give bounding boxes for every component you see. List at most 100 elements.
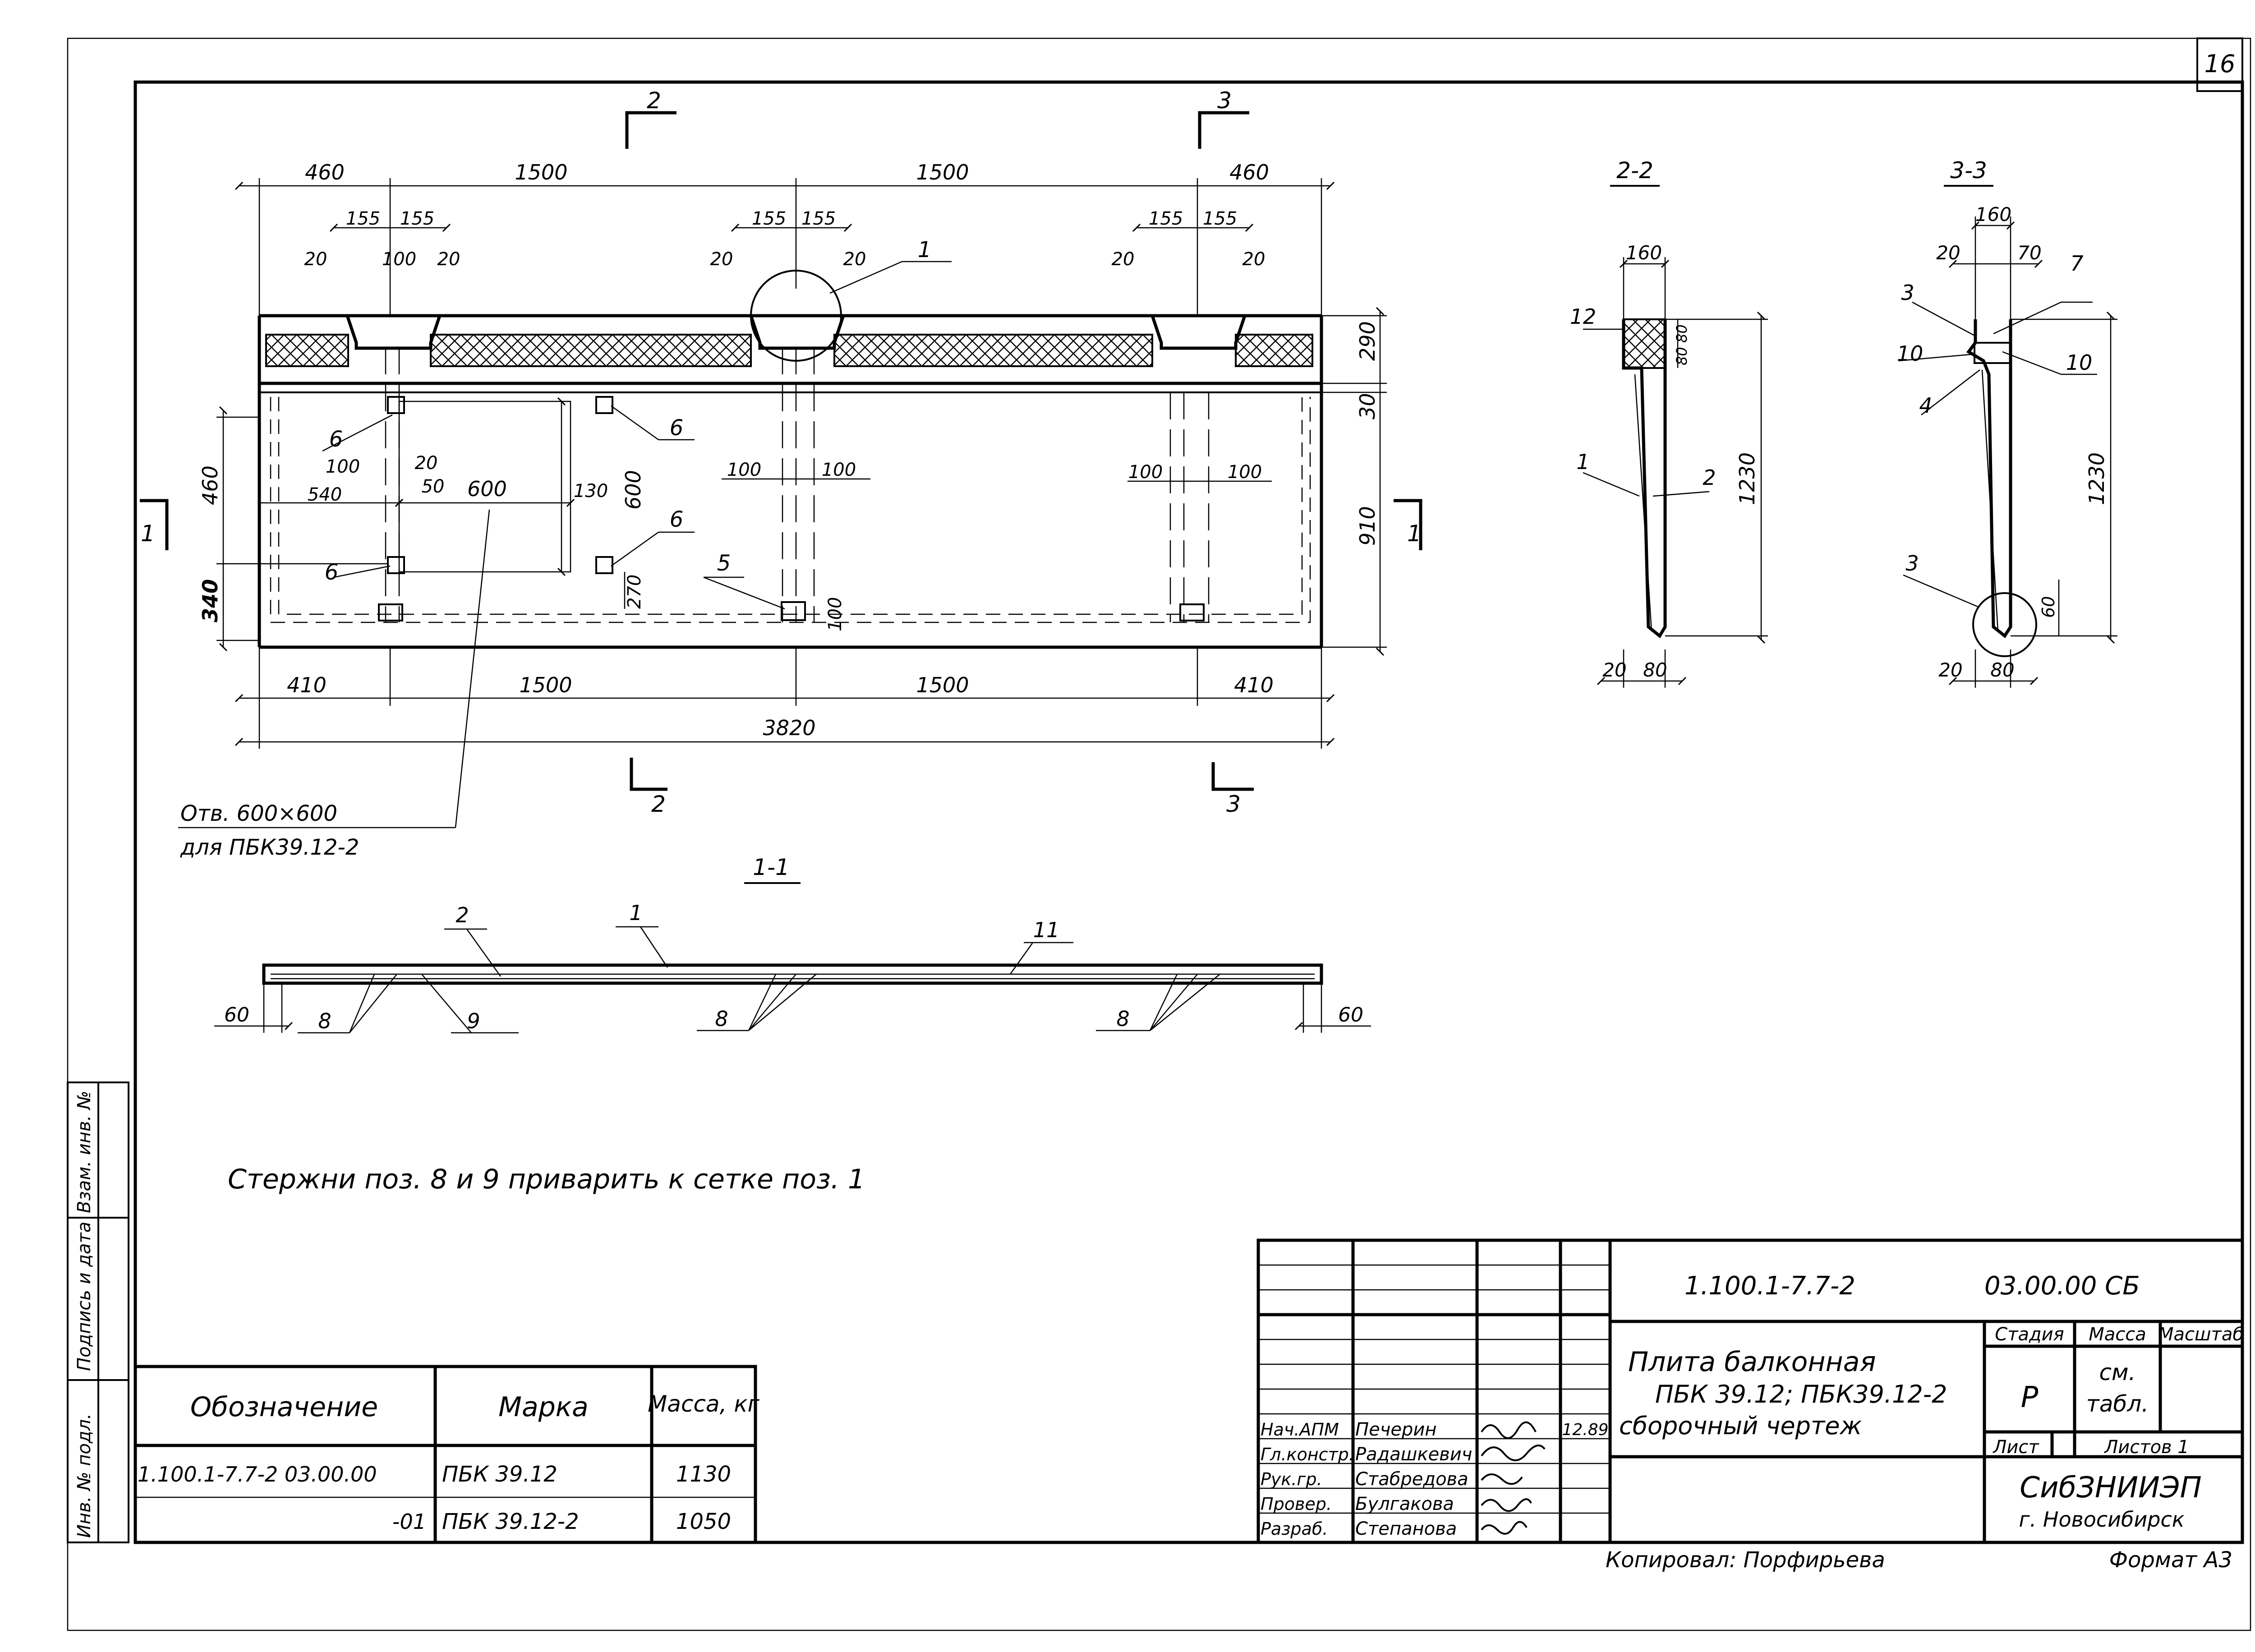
s33-callout-3-top: 3 <box>1901 281 1914 305</box>
tb-name-person-2: Радашкевич <box>1355 1444 1472 1465</box>
tb-sheet-header: Лист <box>1992 1437 2039 1458</box>
callout-5: 5 <box>717 551 731 576</box>
s11-callout-2: 2 <box>456 903 469 927</box>
tb-mass-2: табл. <box>2086 1391 2149 1417</box>
tb-mass-header: Масса <box>2089 1324 2146 1345</box>
dim-top-460-left: 460 <box>305 160 345 184</box>
dim-inner-600-h: 600 <box>467 477 507 501</box>
dim-rib-100-c: 100 <box>1128 462 1163 483</box>
spec-header-mark: Марка <box>498 1391 589 1423</box>
spec-header-designation: Обозначение <box>190 1391 378 1423</box>
signature-3 <box>1481 1473 1523 1485</box>
inner-frame <box>133 80 2244 1544</box>
s33-callout-3-bottom: 3 <box>1905 551 1919 575</box>
tb-role-4: Провер. <box>1261 1494 1332 1514</box>
s22-dim-80-c: 80 <box>1643 659 1667 681</box>
tb-org-1: СибЗНИИЭП <box>2020 1471 2201 1505</box>
s33-dim-70: 70 <box>2017 242 2041 264</box>
tb-name-person-3: Стабредова <box>1355 1469 1468 1490</box>
s33-callout-10-left: 10 <box>1897 341 1924 366</box>
s33-dim-20-bottom: 20 <box>1938 659 1962 681</box>
dim-top-1500-right: 1500 <box>916 160 969 184</box>
dim-slot-20-a: 20 <box>304 249 327 270</box>
tb-role-1: Нач.АПМ <box>1261 1420 1339 1440</box>
dim-slot-20-f: 20 <box>1243 249 1266 270</box>
cut-3-top: 3 <box>1217 87 1232 114</box>
section-markers: 2 3 2 3 1 1 <box>140 87 1422 817</box>
s33-callout-10-right: 10 <box>2066 350 2093 375</box>
dim-inner-50: 50 <box>422 476 445 497</box>
dim-inner-100: 100 <box>326 456 360 477</box>
s33-dim-80: 80 <box>1990 659 2014 681</box>
section-2-2: 2-2 160 80 80 1230 20 80 12 1 2 <box>1570 157 1768 688</box>
s11-dim-60-right: 60 <box>1338 1003 1363 1026</box>
s22-dim-1230: 1230 <box>1735 452 1759 505</box>
stamp-sign-label: Подпись и дата <box>74 1222 95 1371</box>
section-1-1: 1-1 60 60 2 1 11 8 9 8 <box>214 854 1371 1034</box>
s22-callout-12: 12 <box>1570 304 1597 329</box>
cut-3-bottom: 3 <box>1226 791 1241 817</box>
dim-slot-20-d: 20 <box>843 249 866 270</box>
dim-slot-155-a: 155 <box>346 208 380 229</box>
callout-6-c: 6 <box>670 507 684 532</box>
cut-1-right: 1 <box>1407 520 1422 547</box>
dim-inner-270: 270 <box>624 575 645 609</box>
s33-callout-4: 4 <box>1919 393 1932 418</box>
dim-slot-155-c: 155 <box>752 208 786 229</box>
spec-row1-designation: 1.100.1-7.7-2 03.00.00 <box>138 1462 377 1486</box>
callout-1-plan: 1 <box>918 237 932 262</box>
s22-callout-2: 2 <box>1703 465 1716 490</box>
title-block: 1.100.1-7.7-2 03.00.00 СБ Плита балконна… <box>1256 1238 2244 1573</box>
tb-name-2: ПБК 39.12; ПБК39.12-2 <box>1655 1380 1947 1408</box>
dim-slot-100: 100 <box>382 249 416 270</box>
spec-row1-mass: 1130 <box>676 1462 731 1487</box>
tb-date: 12.89 <box>1562 1421 1608 1439</box>
tb-format: Формат А3 <box>2109 1547 2232 1573</box>
tb-name-3: сборочный чертеж <box>1619 1412 1862 1440</box>
stamp-inv-label: Инв. № подл. <box>74 1413 95 1538</box>
s11-callout-11: 11 <box>1033 918 1060 942</box>
dim-rib-100-d: 100 <box>1228 462 1262 483</box>
tb-code: 03.00.00 СБ <box>1984 1271 2140 1301</box>
section-3-3-title: 3-3 <box>1950 157 1987 184</box>
dim-inner-540: 540 <box>308 484 342 505</box>
tb-scale-header: Масштаб <box>2158 1324 2244 1345</box>
tb-role-5: Разраб. <box>1261 1519 1328 1539</box>
s22-dim-20: 20 <box>1602 659 1626 681</box>
dim-right-910: 910 <box>1355 506 1380 546</box>
dim-plate-100: 100 <box>825 597 846 631</box>
tb-role-2: Гл.констр. <box>1261 1445 1354 1464</box>
tb-stage-header: Стадия <box>1995 1324 2064 1345</box>
weld-note: Стержни поз. 8 и 9 приварить к сетке поз… <box>228 1164 865 1195</box>
plan-dimensions: 460 1500 1500 460 155 155 100 20 20 155 … <box>198 160 1387 749</box>
section-3-3: 3-3 160 20 70 1230 60 20 80 3 7 10 10 <box>1897 157 2117 688</box>
tb-stage: Р <box>2021 1381 2039 1414</box>
callout-6-a: 6 <box>329 427 343 452</box>
dim-inner-600-v: 600 <box>621 470 645 510</box>
s11-callout-8-b: 8 <box>715 1007 728 1031</box>
s33-dim-1230: 1230 <box>2085 452 2109 505</box>
hole-note-size: Отв. 600×600 <box>180 801 337 826</box>
callout-6-b: 6 <box>670 415 684 441</box>
cut-1-left: 1 <box>141 520 155 547</box>
sheet-number: 16 <box>2204 50 2236 78</box>
dim-top-460-right: 460 <box>1229 160 1269 184</box>
s33-dim-20-top: 20 <box>1936 242 1960 264</box>
s11-callout-8-c: 8 <box>1116 1007 1129 1031</box>
dim-rib-100-a: 100 <box>727 460 761 480</box>
hole-note: Отв. 600×600 для ПБК39.12-2 <box>178 509 490 860</box>
plan-view <box>258 270 1323 649</box>
dim-right-290: 290 <box>1355 321 1380 361</box>
section-1-1-title: 1-1 <box>753 854 790 880</box>
s33-dim-160: 160 <box>1975 203 2011 225</box>
dim-slot-155-b: 155 <box>400 208 434 229</box>
tb-series: 1.100.1-7.7-2 <box>1684 1271 1855 1301</box>
dim-bottom-1500-left: 1500 <box>519 673 572 697</box>
tb-name-person-1: Печерин <box>1355 1419 1436 1440</box>
tb-mass-1: см. <box>2099 1359 2135 1385</box>
tb-name-1: Плита балконная <box>1628 1346 1876 1378</box>
callout-6-d: 6 <box>325 560 339 585</box>
section-2-2-title: 2-2 <box>1616 157 1653 184</box>
tb-name-person-5: Степанова <box>1355 1519 1457 1539</box>
